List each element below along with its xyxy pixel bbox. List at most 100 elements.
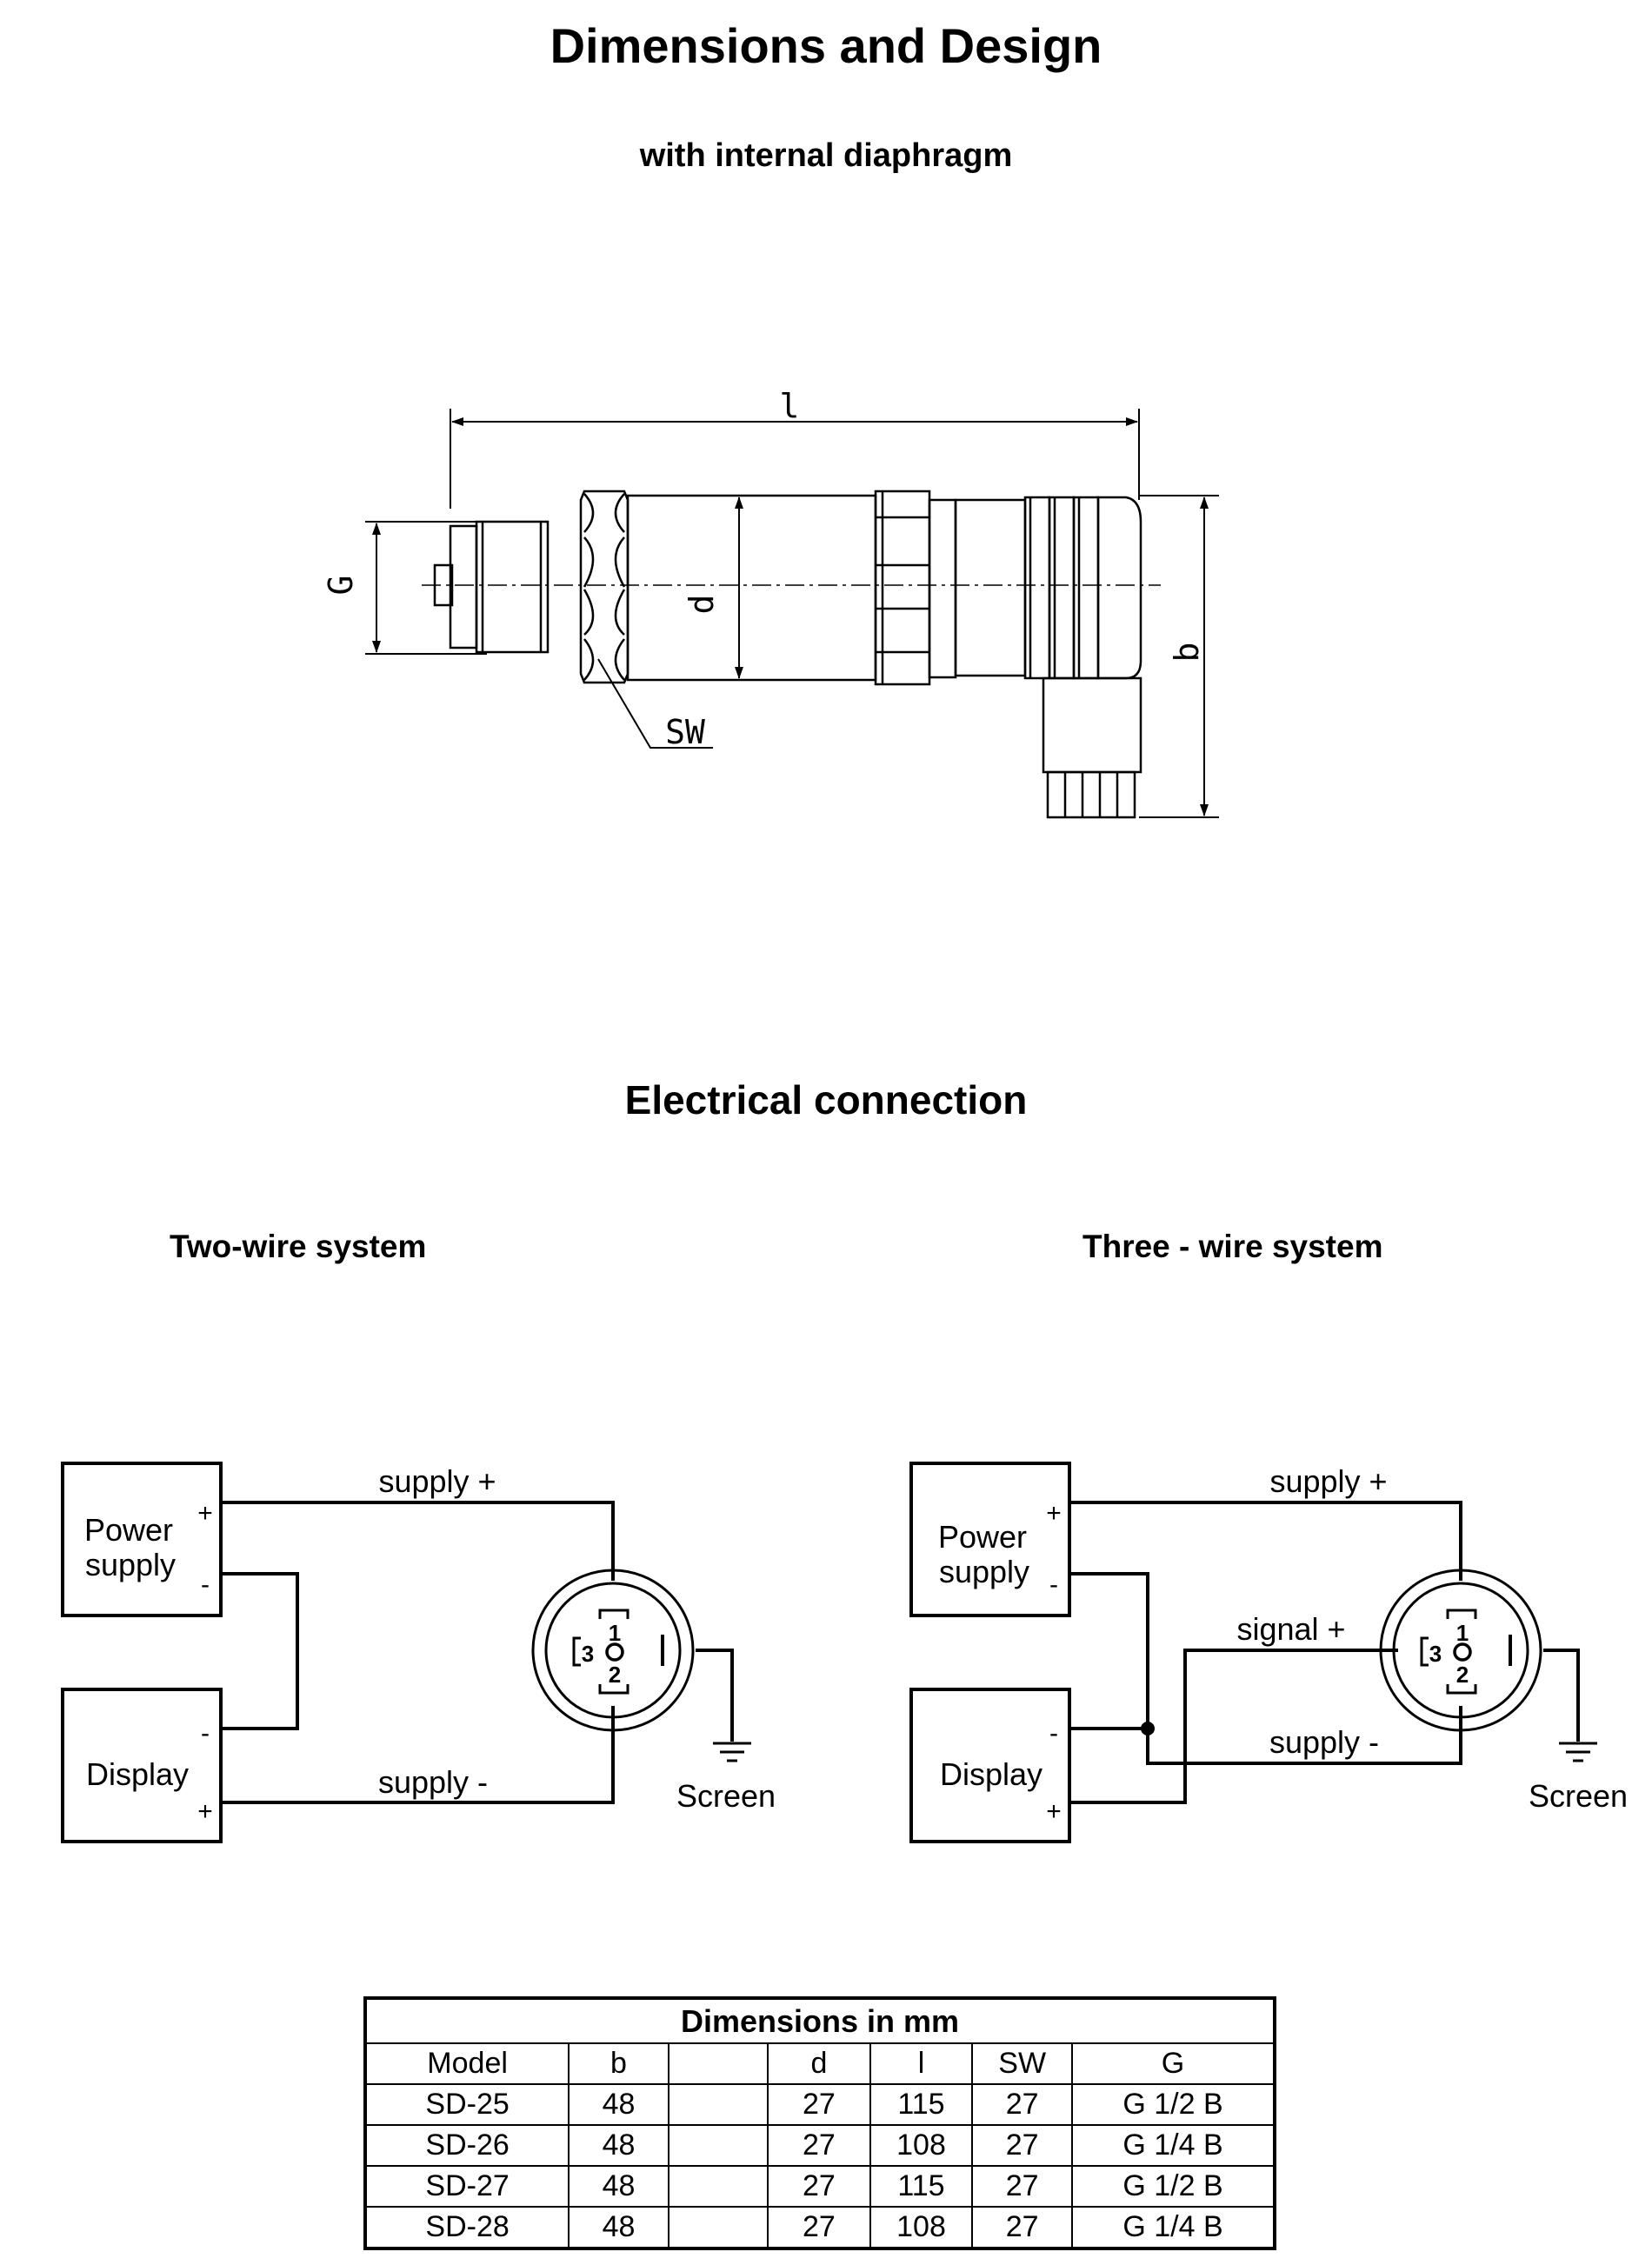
table-caption-row: Dimensions in mm (364, 1997, 1276, 2044)
cell-b: 48 (568, 2206, 669, 2249)
wire-supply-plus (221, 1501, 615, 1581)
wire-supply-minus (221, 1706, 615, 1804)
signal-plus-label: signal + (1236, 1611, 1345, 1647)
cell-g: G 1/2 B (1070, 2165, 1276, 2208)
screen-label: Screen (676, 1778, 776, 1814)
power-supply-label-1: Power (938, 1519, 1027, 1555)
cell-sw: 27 (971, 2124, 1073, 2167)
power-supply-label-2: supply (85, 1547, 176, 1582)
sensor-dimension-drawing (365, 409, 1219, 819)
two-wire-title: Two-wire system (170, 1229, 427, 1264)
display-box (909, 1688, 1071, 1843)
connector-inner-ring (1392, 1582, 1529, 1719)
display-plus-sign: + (197, 1797, 213, 1826)
supply-minus-label: supply - (378, 1764, 488, 1800)
header-d: d (767, 2042, 871, 2085)
dimensions-table: Dimensions in mm Model b d l SW G SD-25 … (363, 1996, 1276, 2250)
header-b: b (568, 2042, 669, 2085)
hex-nut (579, 490, 629, 684)
cell-g: G 1/4 B (1070, 2124, 1276, 2167)
wire-supply-minus (1069, 1572, 1462, 1765)
cell-empty (667, 2206, 769, 2249)
three-wire-title: Three - wire system (1082, 1229, 1383, 1264)
wire-screen (696, 1649, 734, 1742)
connector-housing (954, 498, 1027, 677)
table-row: SD-26 48 27 108 27 G 1/4 B (363, 2124, 1276, 2167)
cell-l: 115 (869, 2165, 974, 2208)
table-caption: Dimensions in mm (364, 1997, 1276, 2044)
cell-l: 108 (869, 2206, 974, 2249)
cell-d: 27 (767, 2206, 871, 2249)
page-subtitle: with internal diaphragm (639, 137, 1013, 174)
three-wire-diagram: Power supply + - Display - + supply + si… (909, 1462, 1628, 1843)
display-box (61, 1688, 223, 1843)
connector-outer-ring (1379, 1569, 1542, 1732)
cell-sw: 27 (971, 2083, 1073, 2126)
pin-2-label: 2 (1456, 1662, 1469, 1688)
wire-return (221, 1572, 299, 1730)
cell-b: 48 (568, 2083, 669, 2126)
display-minus-sign: - (1049, 1719, 1058, 1748)
header-l: l (869, 2042, 974, 2085)
power-supply-box (61, 1462, 223, 1617)
cable-outlet (1042, 676, 1142, 774)
sensor-body (626, 494, 877, 682)
supply-plus-label: supply + (1269, 1463, 1387, 1499)
wire-signal-plus (1069, 1649, 1398, 1804)
cell-d: 27 (767, 2165, 871, 2208)
cell-model: SD-26 (363, 2124, 570, 2167)
dimension-b-label: b (1168, 643, 1206, 663)
cell-model: SD-25 (363, 2083, 570, 2126)
cell-sw: 27 (971, 2206, 1073, 2249)
cell-l: 108 (869, 2124, 974, 2167)
pin-3-label: 3 (1429, 1641, 1442, 1667)
dimension-l-label: l (780, 387, 800, 425)
thread-body (475, 520, 550, 654)
power-minus-sign: - (201, 1570, 210, 1599)
table-row: SD-27 48 27 115 27 G 1/2 B (363, 2165, 1276, 2208)
cell-g: G 1/4 B (1070, 2206, 1276, 2249)
display-minus-sign: - (201, 1719, 210, 1748)
wire-supply-plus (1069, 1501, 1462, 1581)
two-wire-diagram: Power supply + - Display - + supply + su… (61, 1462, 776, 1843)
power-plus-sign: + (1046, 1499, 1062, 1528)
cell-empty (667, 2083, 769, 2126)
dimension-sw-label: SW (665, 713, 705, 751)
cell-model: SD-27 (363, 2165, 570, 2208)
power-supply-label-1: Power (84, 1512, 173, 1548)
junction-dot (1141, 1722, 1155, 1735)
header-empty (667, 2042, 769, 2085)
table-row: SD-25 48 27 115 27 G 1/2 B (363, 2083, 1276, 2126)
pin-3-label: 3 (582, 1641, 594, 1667)
cell-b: 48 (568, 2124, 669, 2167)
power-supply-label-2: supply (939, 1554, 1029, 1589)
wire-screen (1543, 1649, 1580, 1742)
display-label: Display (940, 1756, 1042, 1792)
cell-empty (667, 2124, 769, 2167)
process-connection-shoulder (449, 524, 478, 650)
display-plus-sign: + (1046, 1797, 1062, 1826)
pin-2-label: 2 (609, 1662, 621, 1688)
cell-b: 48 (568, 2165, 669, 2208)
cell-l: 115 (869, 2083, 974, 2126)
header-sw: SW (971, 2042, 1073, 2085)
page-title: Dimensions and Design (550, 18, 1102, 73)
cell-empty (667, 2165, 769, 2208)
cell-d: 27 (767, 2083, 871, 2126)
dimension-d-label: d (683, 595, 721, 615)
cell-d: 27 (767, 2124, 871, 2167)
cell-model: SD-28 (363, 2206, 570, 2249)
connector-outer-ring (531, 1569, 695, 1732)
supply-minus-label: supply - (1269, 1724, 1379, 1760)
electrical-connection-title: Electrical connection (624, 1077, 1028, 1123)
pin-1-label: 1 (609, 1620, 621, 1646)
header-model: Model (363, 2042, 570, 2085)
cell-g: G 1/2 B (1070, 2083, 1276, 2126)
knurled-ring (874, 490, 931, 686)
supply-plus-label: supply + (378, 1463, 496, 1499)
dimension-g-label: G (322, 576, 360, 596)
power-minus-sign: - (1049, 1570, 1058, 1599)
power-supply-box (909, 1462, 1071, 1617)
table-row: SD-28 48 27 108 27 G 1/4 B (363, 2206, 1276, 2249)
